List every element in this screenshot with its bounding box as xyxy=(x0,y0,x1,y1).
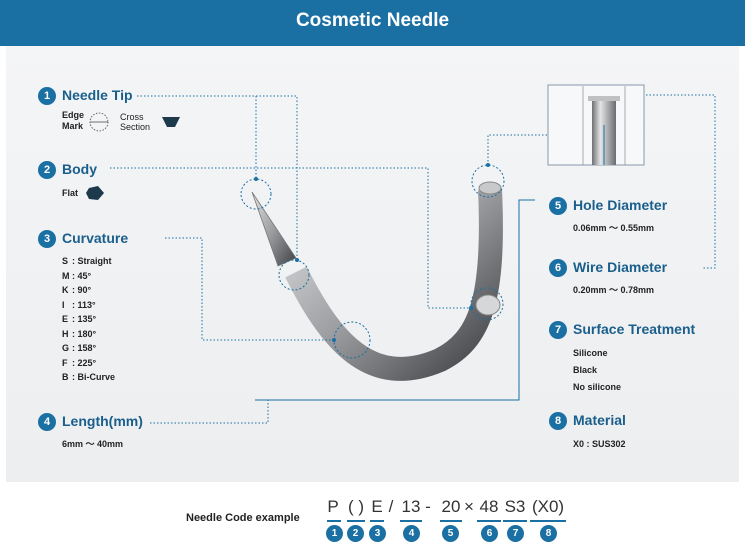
hole-diameter-label: Hole Diameter xyxy=(573,197,668,213)
body-type-text: Flat xyxy=(62,188,79,198)
curvature-code: F xyxy=(62,357,68,368)
curvature-code: M xyxy=(62,270,70,281)
code-part: 20 xyxy=(441,497,461,516)
code-number-8: 8 xyxy=(540,525,557,542)
section-number-7: 7 xyxy=(549,321,567,339)
wire-highlight-circle xyxy=(470,287,504,321)
curvature-value: : 113° xyxy=(72,299,96,310)
wire-diameter-range: 0.20mm ～ 0.78mm xyxy=(573,285,655,295)
header-bar: Cosmetic Needle xyxy=(0,0,745,46)
wire-diameter-label: Wire Diameter xyxy=(573,259,668,275)
code-example-label: Needle Code example xyxy=(186,512,300,524)
code-number-2: 2 xyxy=(347,525,364,542)
body-label: Body xyxy=(62,161,97,177)
code-example-area xyxy=(0,482,745,556)
curvature-code: I xyxy=(62,299,65,310)
section-number-1: 1 xyxy=(38,87,56,105)
curvature-value: : 225° xyxy=(72,357,97,368)
eye-highlight-circle xyxy=(471,164,505,198)
section-number-6: 6 xyxy=(549,259,567,277)
curvature-value: : Bi-Curve xyxy=(72,372,116,382)
needle-shaft xyxy=(285,189,503,381)
needle-cross-end xyxy=(475,294,501,316)
curvature-label: Curvature xyxy=(62,230,129,246)
section-number-2: 2 xyxy=(38,161,56,179)
surface-option: Black xyxy=(573,365,598,375)
code-part: 48 xyxy=(479,497,499,516)
curvature-value: : 90° xyxy=(72,285,92,295)
section-number-3: 3 xyxy=(38,230,56,248)
code-part: P xyxy=(327,497,339,516)
needle-tip-label: Needle Tip xyxy=(62,87,133,103)
curvature-value: : 180° xyxy=(72,328,97,339)
length-range: 6mm ～ 40mm xyxy=(62,439,124,449)
code-number-6: 6 xyxy=(481,525,498,542)
code-part: 13 xyxy=(401,497,421,516)
code-number-5: 5 xyxy=(442,525,459,542)
curvature-code: K xyxy=(62,285,69,295)
curvature-value: : 158° xyxy=(72,343,97,353)
cross-section-icon xyxy=(162,117,180,127)
hole-diameter-range: 0.06mm ～ 0.55mm xyxy=(573,223,655,233)
section-number-4: 4 xyxy=(38,413,56,431)
needle-tip-piece xyxy=(251,191,297,267)
tip-highlight-circle xyxy=(240,178,272,210)
material-value: X0 : SUS302 xyxy=(573,439,626,449)
code-part: ( ) xyxy=(347,497,365,516)
page-title: Cosmetic Needle xyxy=(295,10,450,31)
curvature-value: : 135° xyxy=(72,314,97,324)
surface-option: No silicone xyxy=(573,382,622,392)
code-part: / xyxy=(388,497,394,516)
code-number-1: 1 xyxy=(326,525,343,542)
surface-option: Silicone xyxy=(573,348,608,358)
curvature-code: H xyxy=(62,328,69,339)
code-part: × xyxy=(464,497,474,516)
surface-treatment-label: Surface Treatment xyxy=(573,321,696,337)
curvature-code: G xyxy=(62,343,70,353)
flat-body-icon xyxy=(86,186,104,200)
curvature-value: : 45° xyxy=(72,270,92,281)
code-number-3: 3 xyxy=(369,525,386,542)
curvature-value: : Straight xyxy=(72,256,112,266)
code-part: S3 xyxy=(504,497,526,516)
body-highlight-circle xyxy=(278,259,310,291)
section-number-5: 5 xyxy=(549,197,567,215)
material-label: Material xyxy=(573,412,626,428)
code-number-4: 4 xyxy=(403,525,420,542)
curvature-code: B xyxy=(62,372,69,382)
code-number-7: 7 xyxy=(507,525,524,542)
code-part: (X0) xyxy=(531,497,565,516)
curvature-code: E xyxy=(62,314,69,324)
needle-eye-end xyxy=(478,181,502,195)
length-label: Length(mm) xyxy=(62,413,143,429)
section-number-8: 8 xyxy=(549,412,567,430)
code-part: - xyxy=(425,497,431,516)
code-part: E xyxy=(371,497,383,516)
curvature-code: S xyxy=(62,256,69,266)
